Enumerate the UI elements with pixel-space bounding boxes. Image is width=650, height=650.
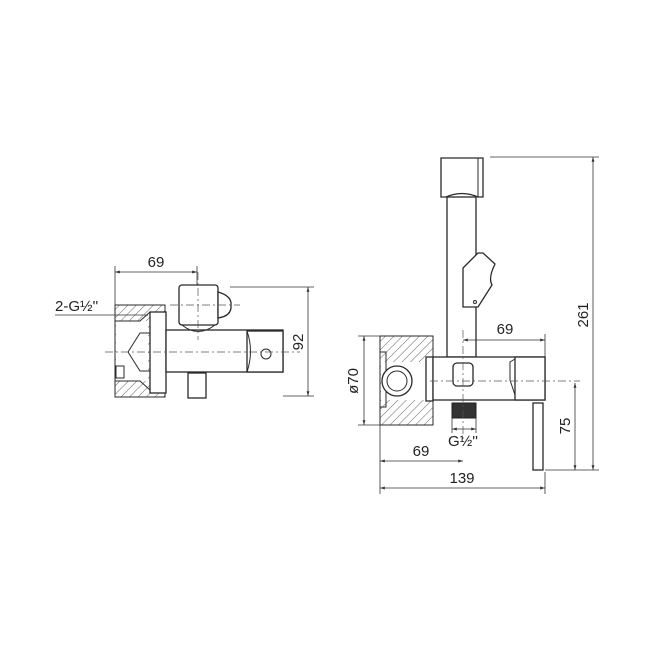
dim-height-label: 92: [290, 334, 307, 351]
outlet-thread: [451, 402, 477, 419]
dimension-diameter: ø70: [345, 335, 380, 426]
dim-axis-height-label: 75: [557, 418, 574, 435]
dim-width-label: 69: [148, 254, 165, 271]
thread-callout-side: 2-G½'': [55, 298, 148, 316]
dim-total-width-label: 139: [449, 470, 474, 487]
outlet-fitting: [187, 372, 207, 399]
dim-diameter-label: ø70: [345, 368, 362, 394]
front-view: 69 ø70 G½'' 69 139 75: [345, 156, 599, 494]
dim-axis-offset-label: 69: [413, 443, 430, 460]
inlet-fitting: [381, 365, 413, 397]
dim-total-height-label: 261: [575, 302, 592, 327]
flange: [149, 311, 167, 394]
end-cap: [246, 330, 284, 373]
thread-callout-front: G½'': [448, 418, 478, 450]
dimension-75: 75: [545, 383, 599, 471]
dimension-261: 261: [490, 156, 599, 470]
dimension-92: 92: [230, 286, 314, 397]
thread-label-front: G½'': [448, 433, 478, 450]
thread-label: 2-G½'': [55, 298, 98, 315]
dimension-69-top: 69: [463, 321, 546, 357]
hose-handle: [440, 157, 484, 198]
shower-holder: [462, 252, 496, 308]
dimension-69-side: 69: [114, 254, 198, 305]
dimension-69-bottom: 69: [379, 425, 463, 494]
dim-outlet-offset-label: 69: [497, 321, 514, 338]
side-view: 69 2-G½'' 92: [55, 254, 314, 399]
dimension-139: 139: [380, 470, 546, 494]
lever-handle: [532, 402, 544, 471]
pin-hole: [260, 348, 272, 360]
lever-cap: [514, 356, 546, 401]
